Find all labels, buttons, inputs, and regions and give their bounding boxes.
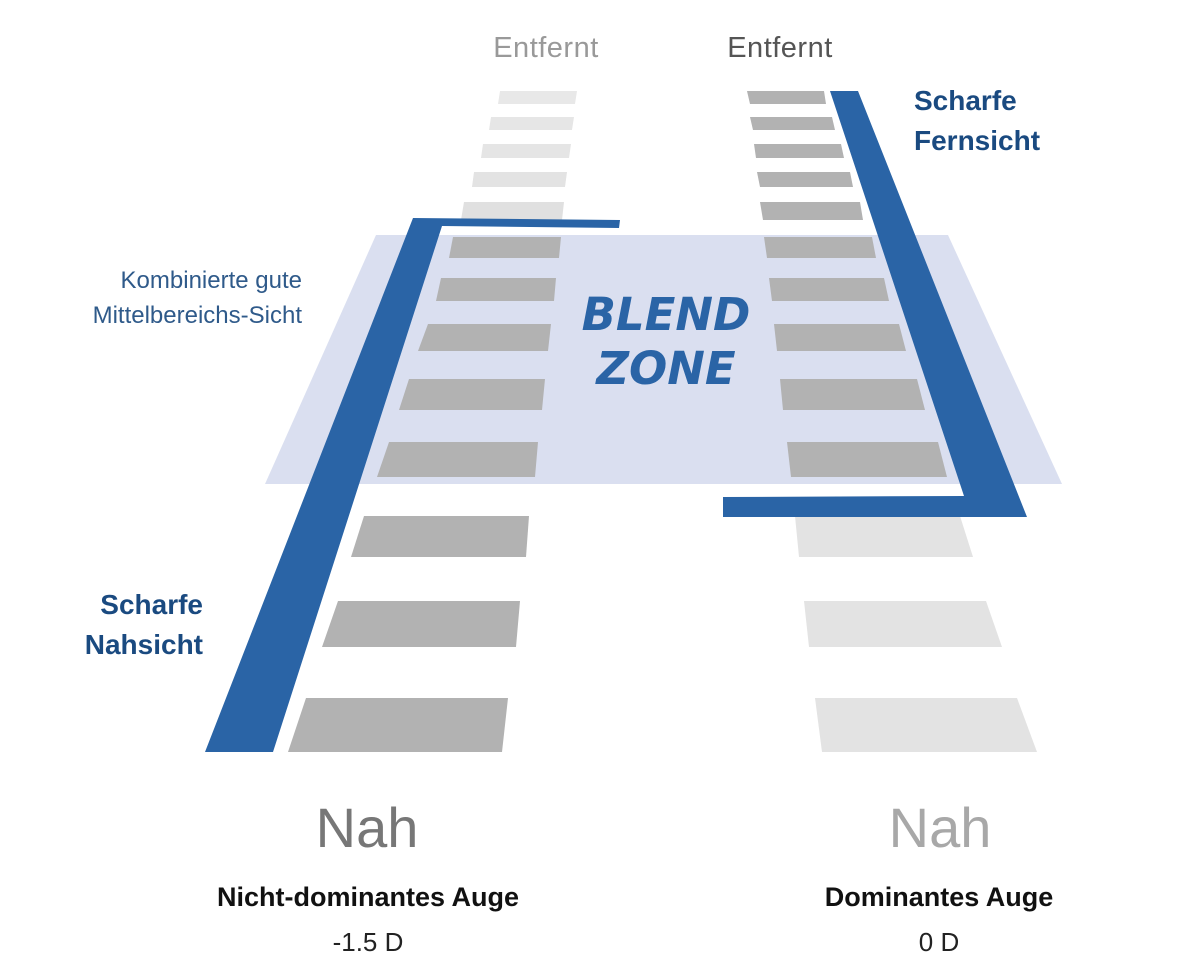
left-road-bar	[351, 516, 529, 557]
non-dominant-eye-diopter: -1.5 D	[333, 927, 404, 957]
sharp-far-label-line1: Scharfe	[914, 85, 1017, 116]
right-road-bar	[757, 172, 853, 187]
left-road-bar	[481, 144, 571, 158]
dominant-eye-diopter: 0 D	[919, 927, 959, 957]
right-road-bar	[774, 324, 906, 351]
right-road-bar	[769, 278, 889, 301]
sharp-far-label-line2: Fernsicht	[914, 125, 1040, 156]
left-road-bar	[288, 698, 508, 752]
left-road-bar	[461, 202, 564, 220]
blend-zone-caption-line2: Mittelbereichs-Sicht	[93, 302, 303, 329]
left-road-bar	[498, 91, 577, 104]
sharp-near-label-line2: Nahsicht	[85, 629, 203, 660]
right-road-bar	[760, 202, 863, 220]
left-road-bar	[322, 601, 520, 647]
dominant-eye-label: Dominantes Auge	[825, 882, 1054, 912]
blend-zone-title-line1: BLEND	[582, 288, 751, 341]
left-road-bar	[449, 237, 561, 258]
blend-zone-title-line2: ZONE	[594, 342, 736, 395]
right-near-label: Nah	[889, 796, 992, 859]
right-road-bar	[787, 442, 947, 477]
left-near-label: Nah	[316, 796, 419, 859]
left-road-bar	[472, 172, 567, 187]
right-road-bar	[804, 601, 1002, 647]
left-road-bar	[399, 379, 545, 410]
non-dominant-eye-label: Nicht-dominantes Auge	[217, 882, 519, 912]
near-vision-bracket	[205, 218, 620, 752]
left-road	[288, 91, 577, 752]
sharp-near-label-line1: Scharfe	[100, 589, 203, 620]
right-road	[747, 91, 1037, 752]
right-road-bar	[747, 91, 826, 104]
left-road-bar	[436, 278, 556, 301]
right-road-bar	[795, 516, 973, 557]
left-road-bar	[377, 442, 538, 477]
right-far-label: Entfernt	[727, 32, 833, 64]
left-far-label: Entfernt	[493, 32, 599, 64]
right-road-bar	[750, 117, 835, 130]
left-road-bar	[418, 324, 551, 351]
right-road-bar	[780, 379, 925, 410]
far-vision-bracket	[723, 91, 1027, 517]
blend-zone-caption-line1: Kombinierte gute	[121, 267, 302, 294]
right-road-bar	[754, 144, 844, 158]
right-road-bar	[815, 698, 1037, 752]
left-road-bar	[489, 117, 574, 130]
right-road-bar	[764, 237, 876, 258]
